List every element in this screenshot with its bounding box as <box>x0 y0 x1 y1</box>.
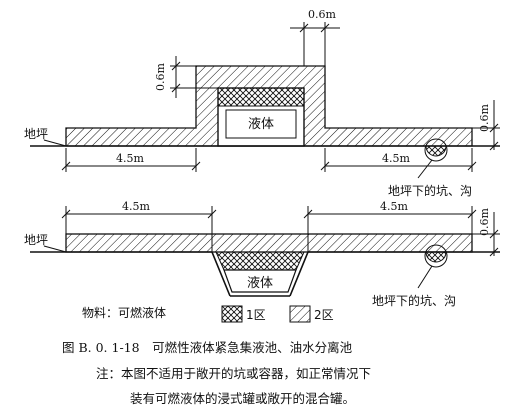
legend-zone2-swatch <box>289 305 311 323</box>
upper-pit-label: 地坪下的坑、沟 <box>388 183 472 198</box>
lower-pit-label: 地坪下的坑、沟 <box>372 293 456 308</box>
upper-zone1-vapor <box>217 87 305 107</box>
lower-pit <box>424 244 448 268</box>
lower-pit-wall-left <box>211 251 231 297</box>
upper-pit-leader <box>417 159 433 179</box>
lower-zone2-band <box>65 233 473 253</box>
upper-ground-leader <box>43 139 67 147</box>
upper-liquid-box <box>225 109 297 139</box>
dim-left-span-upper: 4.5m <box>61 148 201 172</box>
svg-text:0.6m: 0.6m <box>478 207 491 235</box>
svg-text:0.6m: 0.6m <box>154 62 167 90</box>
lower-pit-wall-right <box>289 251 309 297</box>
dim-right-height-upper: 0.6m <box>472 100 500 151</box>
dim-right-span-upper: 4.5m <box>320 148 477 172</box>
legend-zone1-swatch <box>221 305 243 323</box>
lower-pit-liquid <box>223 269 297 293</box>
figure-title: 图 B. 0. 1-18 可燃性液体紧急集液池、油水分离池 <box>62 340 353 355</box>
svg-text:0.6m: 0.6m <box>308 8 336 21</box>
svg-text:4.5m: 4.5m <box>116 152 144 165</box>
figure-note-2: 装有可燃液体的浸式罐或敞开的混合罐。 <box>130 391 355 406</box>
lower-liquid-label: 液体 <box>247 276 273 291</box>
lower-pit-leader <box>417 265 433 289</box>
lower-section: 液体 地坪 地坪下的坑、沟 4.5m <box>24 200 500 308</box>
dim-right-span-lower: 4.5m <box>303 200 477 252</box>
legend-material: 物料：可燃液体 <box>82 305 166 320</box>
dim-right-height-lower: 0.6m <box>472 207 500 257</box>
upper-section: 液体 地坪 地坪下的坑、沟 0.6m 0.6m <box>24 8 500 198</box>
figure-note-1: 注：本图不适用于敞开的坑或容器，如正常情况下 <box>96 366 371 381</box>
lower-pit-zone1 <box>215 251 305 271</box>
legend-zone2-label: 2区 <box>314 308 334 322</box>
legend: 物料：可燃液体 1区 2区 <box>82 305 334 323</box>
caption: 图 B. 0. 1-18 可燃性液体紧急集液池、油水分离池 注：本图不适用于敞开… <box>62 340 371 406</box>
svg-text:4.5m: 4.5m <box>380 200 408 213</box>
dim-left-span-lower: 4.5m <box>61 200 217 252</box>
upper-liquid-label: 液体 <box>248 117 274 132</box>
lower-ground-leader <box>43 245 67 253</box>
svg-text:4.5m: 4.5m <box>122 200 150 213</box>
upper-ground-label: 地坪 <box>24 127 48 141</box>
dim-top-width: 0.6m <box>290 8 340 66</box>
svg-text:4.5m: 4.5m <box>382 152 410 165</box>
svg-text:0.6m: 0.6m <box>478 103 491 131</box>
upper-pit <box>424 138 448 162</box>
dim-top-height: 0.6m <box>154 56 218 98</box>
lower-ground-label: 地坪 <box>24 233 48 247</box>
legend-zone1-label: 1区 <box>246 308 266 322</box>
